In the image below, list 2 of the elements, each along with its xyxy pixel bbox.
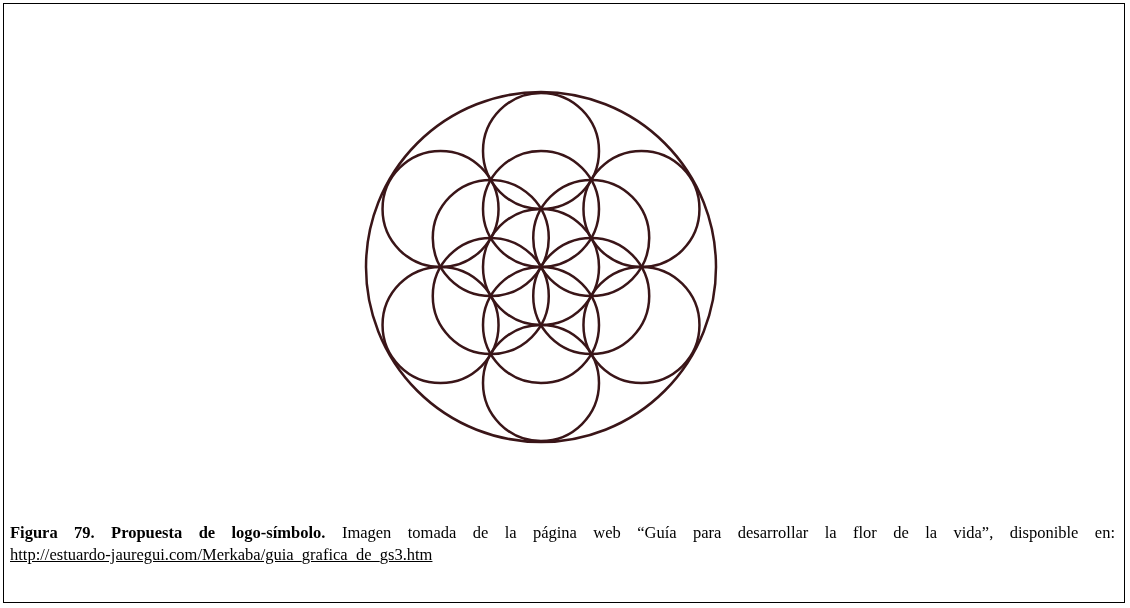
caption: Figura 79. Propuesta de logo-símbolo. Imagen tomada de la página web “Guía para desarrollar la flor de la vida”, disponible en: http://estuardo-jauregui.com/Merkaba/guia_grafica_de_gs3.htm	[10, 522, 1115, 566]
source-link: http://estuardo-jauregui.com/Merkaba/guia_grafica_de_gs3.htm	[10, 545, 433, 564]
